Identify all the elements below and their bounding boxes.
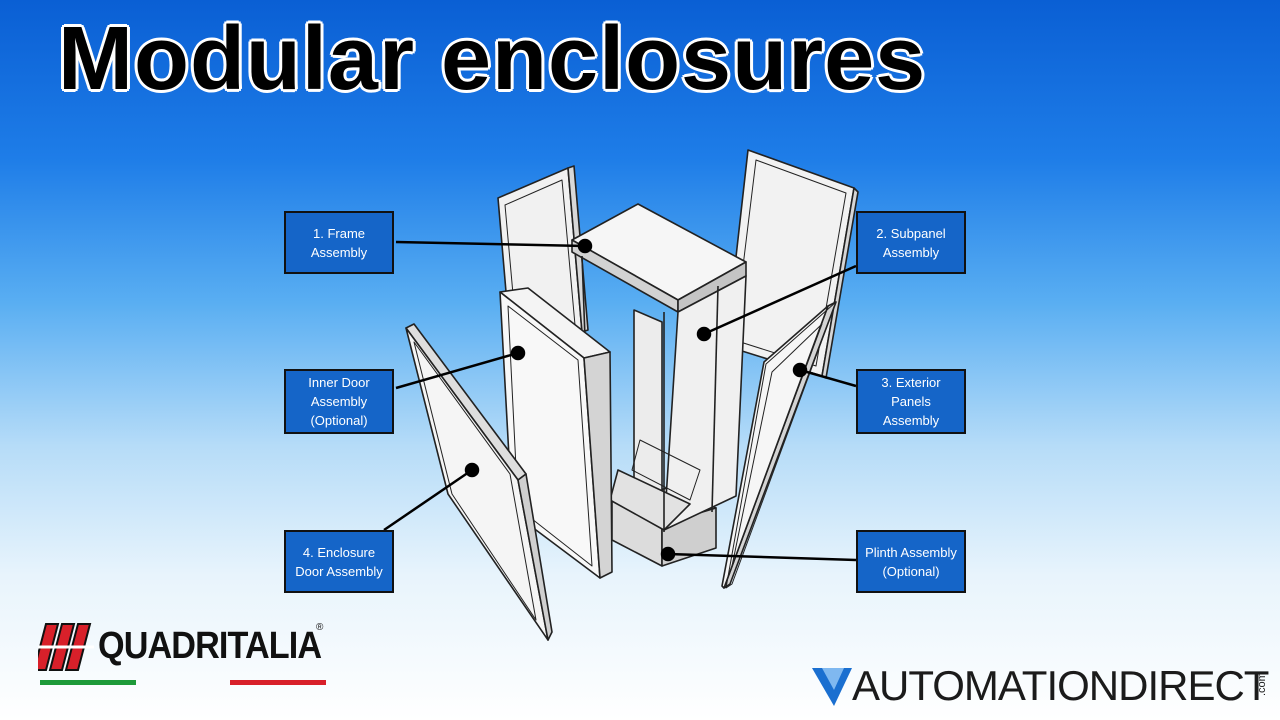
- automationdirect-com: .com: [1256, 672, 1268, 696]
- enclosure-door-marker-dot: [464, 462, 480, 478]
- automationdirect-wordmark: AUTOMATIONDIRECT: [852, 662, 1269, 709]
- callout-line: Door Assembly: [295, 563, 383, 579]
- callout-line: Inner Door: [308, 375, 370, 390]
- callout-line: Panels: [891, 394, 931, 409]
- subpanel-marker-dot: [696, 326, 712, 342]
- quadritalia-wordmark: QUADRITALIA: [98, 625, 322, 667]
- inner-door-marker-dot: [510, 345, 526, 361]
- callout-line: Plinth Assembly: [865, 544, 957, 560]
- callout-line: 3. Exterior: [881, 375, 941, 390]
- frame-marker-dot: [577, 238, 593, 254]
- callout-line: (Optional): [882, 563, 940, 579]
- callout-line: Assembly: [882, 244, 940, 260]
- italy-red-stripe: [230, 680, 326, 685]
- exterior-marker-dot: [792, 362, 808, 378]
- quadritalia-logo: QUADRITALIA ®: [38, 620, 330, 690]
- callout-line: 4. Enclosure: [302, 544, 376, 560]
- enclosure-door-panel: [405, 323, 553, 641]
- callout-plinth-assembly: Plinth Assembly (Optional): [856, 530, 966, 593]
- callout-line: Assembly: [310, 394, 368, 409]
- italy-green-stripe: [40, 680, 136, 685]
- callout-line: 1. Frame: [312, 225, 365, 241]
- quadritalia-mark-icon: [38, 623, 94, 671]
- registered-mark: ®: [316, 622, 324, 633]
- callout-line: Assembly: [310, 244, 368, 260]
- automationdirect-mark-icon: [812, 668, 852, 706]
- inner-door-panel: [499, 287, 613, 579]
- callout-line: 2. Subpanel: [876, 225, 946, 241]
- callout-line: (Optional): [310, 413, 368, 428]
- automationdirect-logo: AUTOMATIONDIRECT .com: [810, 660, 1270, 710]
- page-title: Modular enclosures: [58, 9, 927, 109]
- plinth-marker-dot: [660, 546, 676, 562]
- callout-line: Assembly: [882, 413, 940, 428]
